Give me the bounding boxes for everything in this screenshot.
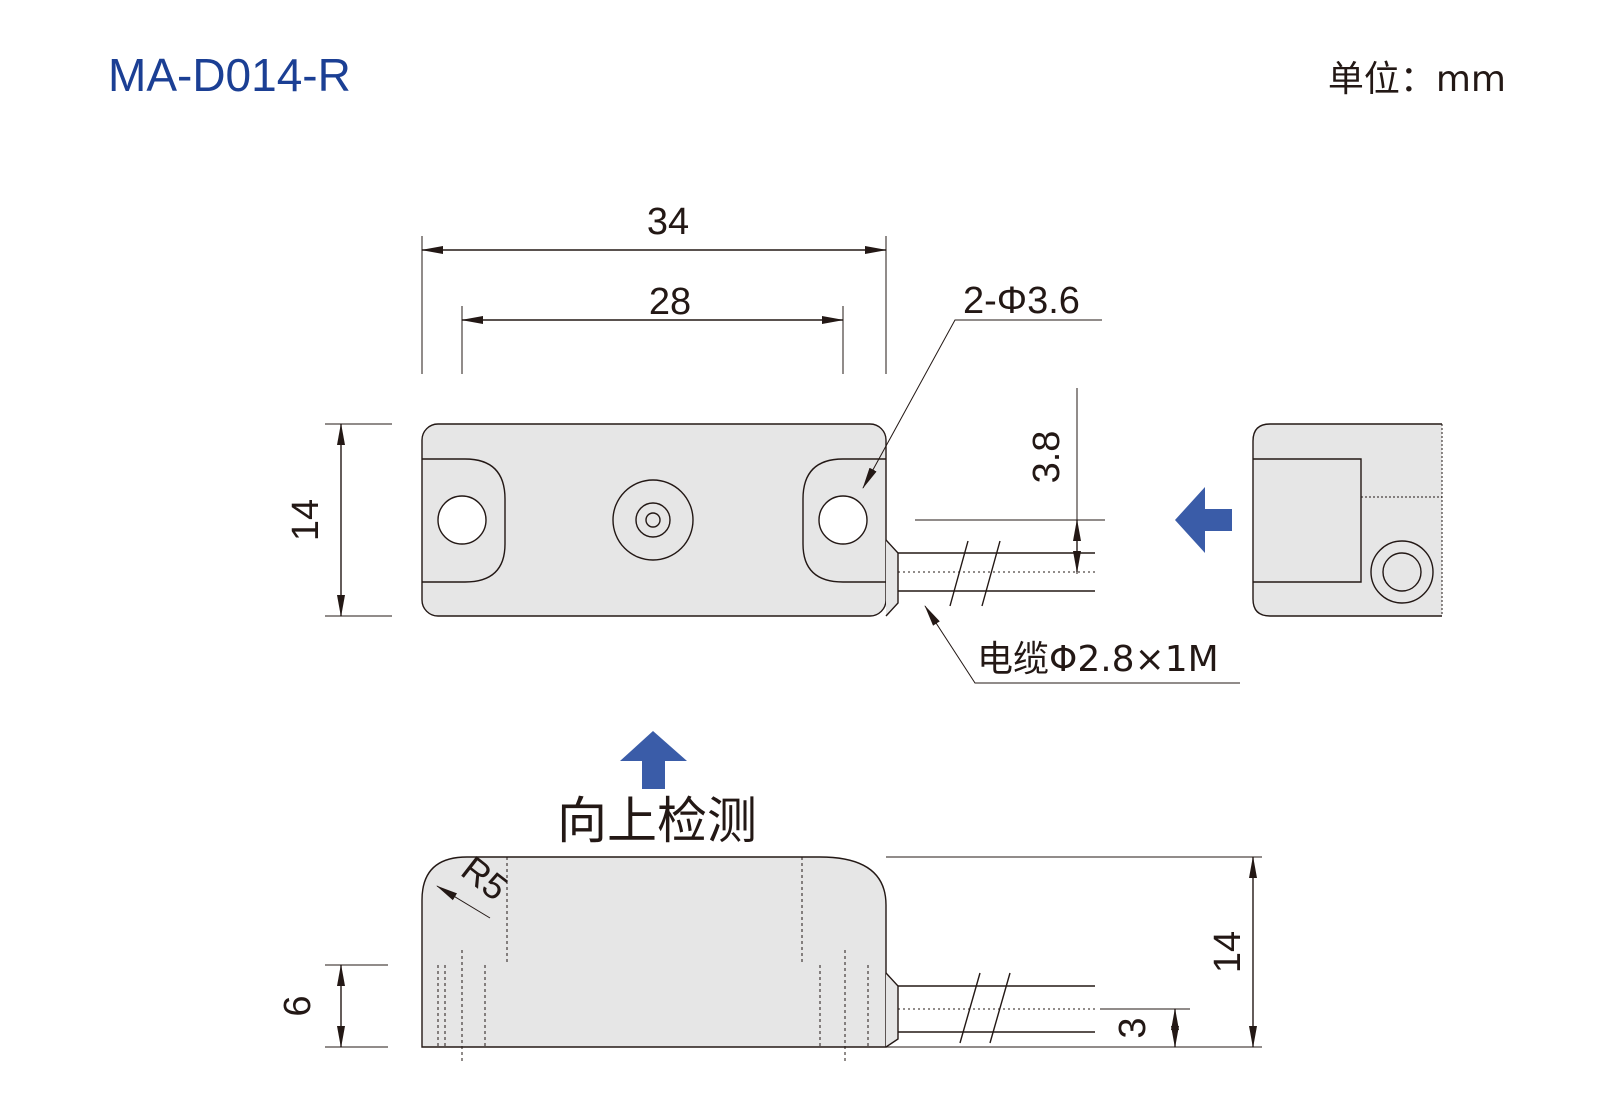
dim-cable-offset: 3.8 — [1026, 431, 1068, 484]
hole-leader — [862, 319, 1102, 489]
cable-strain-relief — [885, 539, 899, 617]
left-mounting-ear — [422, 458, 506, 583]
unit-label: 单位：mm — [1327, 59, 1506, 100]
dim-overall-length: 34 — [647, 201, 689, 243]
cable-leader — [924, 605, 1240, 684]
arrow-left-icon — [1175, 487, 1232, 553]
hidden-lines — [437, 857, 869, 1062]
right-mounting-hole — [818, 495, 868, 545]
top-view — [325, 236, 1240, 684]
detect-direction-label: 向上检测 — [557, 792, 757, 850]
right-mounting-ear — [802, 458, 886, 583]
sensing-face-mid — [635, 502, 671, 538]
dim-width: 14 — [285, 499, 327, 541]
dim-hole-spacing: 28 — [649, 281, 691, 323]
sensing-face-outer — [612, 479, 694, 561]
arrow-up-icon — [620, 731, 687, 789]
model-title: MA-D014-R — [108, 49, 351, 101]
radius-leader — [436, 885, 491, 919]
end-view-body — [1252, 423, 1442, 617]
end-view-recess — [1253, 458, 1362, 583]
dim-cable-spec: 电缆Φ2.8×1M — [977, 639, 1219, 680]
front-view — [325, 856, 1262, 1062]
dim-hole-spec: 2-Φ3.6 — [963, 280, 1080, 322]
sensing-face-inner — [645, 512, 661, 528]
left-mounting-hole — [437, 495, 487, 545]
end-view — [1252, 423, 1443, 617]
top-view-body — [421, 423, 887, 617]
dim-cable-height: 3 — [1112, 1017, 1154, 1038]
dim-side-height: 14 — [1207, 931, 1249, 973]
end-view-cable-outer — [1370, 540, 1434, 604]
front-cable-strain-relief — [885, 972, 899, 1048]
front-view-body — [421, 856, 887, 1048]
dim-base-height: 6 — [277, 995, 319, 1016]
end-view-cable-inner — [1382, 552, 1422, 592]
